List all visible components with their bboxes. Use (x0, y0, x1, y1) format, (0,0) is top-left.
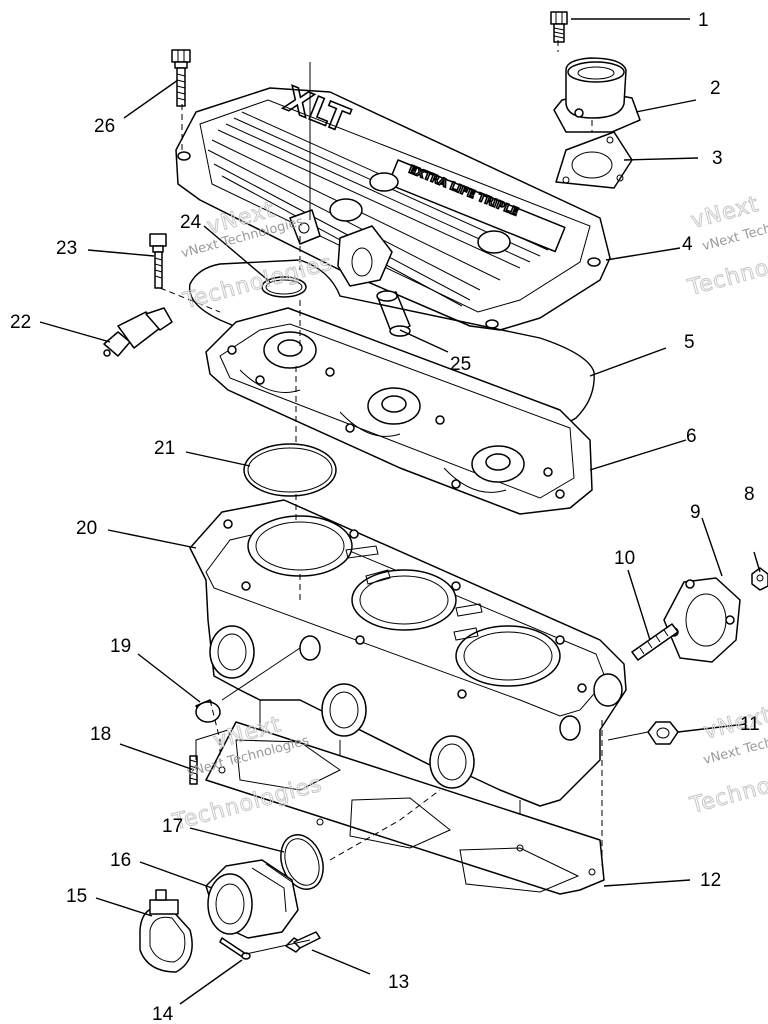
part-22-sensor (103, 307, 173, 357)
part-9-flange (663, 577, 741, 663)
callout-22: 22 (10, 312, 31, 333)
part-17-oring (280, 834, 324, 890)
part-1-bolt (550, 11, 568, 43)
part-26-bolt (171, 49, 191, 107)
callout-8: 8 (744, 484, 755, 505)
callout-23: 23 (56, 238, 77, 259)
callout-6: 6 (686, 426, 697, 447)
callout-19: 19 (110, 636, 131, 657)
callout-26: 26 (94, 116, 115, 137)
callout-11: 11 (740, 714, 760, 735)
part-14-screw (219, 937, 251, 960)
assembly-lines (159, 40, 649, 955)
part-2-water-outlet (553, 57, 641, 133)
part-11-nut (647, 721, 679, 745)
callout-20: 20 (76, 518, 97, 539)
callout-1: 1 (698, 10, 709, 31)
callout-16: 16 (110, 850, 131, 871)
part-12-base-gasket (205, 721, 605, 895)
part-15-clamp (139, 889, 193, 973)
watermark-group-4: vNext vNext Technologies Technologies (686, 702, 768, 819)
callout-25: 25 (450, 354, 471, 375)
callout-18: 18 (90, 724, 111, 745)
callout-21: 21 (154, 438, 175, 459)
part-6-cylinder-head (205, 307, 593, 515)
callout-10: 10 (614, 548, 635, 569)
callout-9: 9 (690, 502, 701, 523)
callout-labels: 1 2 3 4 5 6 8 9 10 11 12 13 14 15 16 17 … (10, 10, 760, 1024)
part-24-oring (261, 276, 307, 298)
callout-12: 12 (700, 870, 721, 891)
callout-14: 14 (152, 1004, 174, 1024)
part-13-bolt (285, 931, 321, 953)
callout-2: 2 (710, 78, 721, 99)
callout-3: 3 (712, 148, 723, 169)
callout-24: 24 (180, 212, 202, 233)
part-16-intake-adapter (205, 859, 299, 939)
part-21-oring (243, 443, 337, 497)
part-20-cylinder-block (189, 499, 627, 820)
part-3-gasket (555, 131, 633, 189)
callout-4: 4 (682, 234, 693, 255)
watermark-techno-text: Technologies (687, 755, 768, 819)
part-10-stud (631, 623, 679, 661)
part-23-bolt (149, 233, 167, 289)
watermark-techno-text: Technologies (180, 250, 336, 314)
callout-17: 17 (162, 816, 183, 837)
callout-15: 15 (66, 886, 87, 907)
part-8-nut (751, 567, 768, 591)
callout-5: 5 (684, 332, 695, 353)
callout-13: 13 (388, 972, 409, 993)
leader-lines (39, 18, 761, 1005)
part-19-plug (195, 699, 221, 723)
part-25-pipe (376, 290, 411, 337)
part-4-head-cover: XLT EXTRA LIFE TRIPLE (175, 78, 611, 331)
